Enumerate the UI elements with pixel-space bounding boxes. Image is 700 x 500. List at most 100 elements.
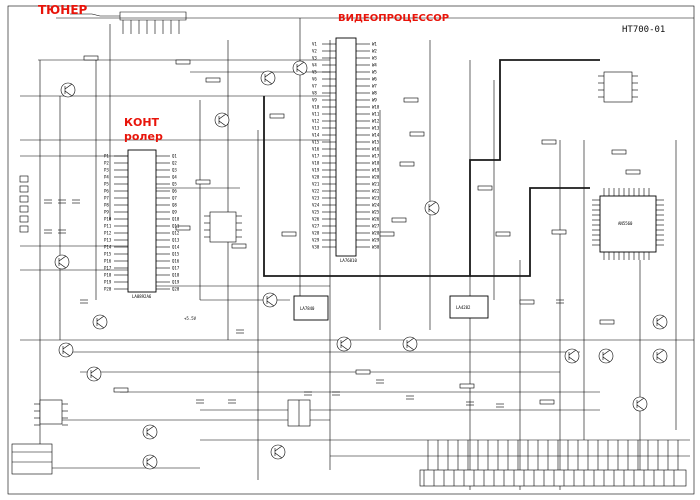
component-layer	[11, 55, 687, 487]
pin-label: Q10	[172, 217, 180, 222]
pin-label: V3	[312, 56, 317, 61]
transistor-body	[652, 314, 668, 330]
pin-label: Q6	[172, 189, 177, 194]
pin-label: V24	[312, 203, 320, 208]
pin-label: V18	[312, 161, 320, 166]
wire	[340, 344, 349, 351]
pin-label: P12	[104, 231, 112, 236]
bottom-header	[419, 469, 687, 487]
bus-layer	[263, 59, 600, 277]
transistor-body	[86, 366, 102, 382]
wire	[62, 350, 71, 357]
pin-label: V14	[312, 133, 320, 138]
wire	[58, 255, 67, 262]
wire	[428, 208, 437, 215]
wire	[264, 71, 273, 78]
pin-label: Q15	[172, 252, 180, 257]
wire	[96, 322, 105, 329]
wire	[58, 262, 67, 269]
wire	[62, 343, 71, 350]
resistor	[625, 169, 641, 175]
resistor	[399, 161, 415, 167]
wire	[656, 356, 665, 363]
pin-label: W11	[372, 112, 380, 117]
pin-label: W2	[372, 49, 377, 54]
pin-label: W24	[372, 203, 380, 208]
wire	[146, 462, 155, 469]
wire	[470, 187, 590, 277]
pin-label: V30	[312, 245, 320, 250]
transistor-body	[54, 254, 70, 270]
transistor-body	[652, 348, 668, 364]
pin-label: V16	[312, 147, 320, 152]
transistor-body	[214, 112, 230, 128]
jungle-ic: LA7840	[293, 295, 329, 321]
wire	[636, 404, 645, 411]
pin-label: V12	[312, 119, 320, 124]
connector-pin	[19, 205, 29, 213]
wire	[406, 337, 415, 344]
pin-label: P1	[104, 154, 109, 159]
pin-label: Q2	[172, 161, 177, 166]
controller-annotation: КОНТ ролер	[124, 116, 163, 144]
pin-label: W5	[372, 70, 377, 75]
pin-label: P20	[104, 287, 112, 292]
wire	[602, 356, 611, 363]
pin-label: W25	[372, 210, 380, 215]
pin-label: W7	[372, 84, 377, 89]
pin-label: V19	[312, 168, 320, 173]
pin-label: W13	[372, 126, 380, 131]
pin-label: W28	[372, 231, 380, 236]
audio-ic-part: LA4282	[456, 305, 471, 310]
pin-label: W14	[372, 133, 380, 138]
pin-label: W20	[372, 175, 380, 180]
pin-label: W8	[372, 91, 377, 96]
pin-label: V28	[312, 231, 320, 236]
pin-label: W15	[372, 140, 380, 145]
wire	[218, 113, 227, 120]
pin-label: Q9	[172, 210, 177, 215]
wire	[636, 397, 645, 404]
wire	[70, 13, 120, 17]
pin-label: P4	[104, 175, 109, 180]
pin-label: P17	[104, 266, 112, 271]
transistor-body	[262, 292, 278, 308]
pin-label: V23	[312, 196, 320, 201]
pin-label: W21	[372, 182, 380, 187]
controller-annotation-line2: ролер	[124, 130, 163, 143]
resistor	[409, 131, 425, 137]
pin-label: P3	[104, 168, 109, 173]
resistor	[269, 113, 285, 119]
pin-label: Q14	[172, 245, 180, 250]
mux-ic: AN5560	[599, 195, 657, 253]
pin-label: V22	[312, 189, 320, 194]
controller-annotation-line1: КОНТ	[124, 116, 160, 129]
video-ic-part: LA76810	[340, 258, 357, 263]
controller-ic: LA8892A6	[127, 149, 157, 299]
av-connector	[11, 443, 53, 475]
transistor-body	[402, 336, 418, 352]
pin-label: P15	[104, 252, 112, 257]
pin-label: P6	[104, 189, 109, 194]
transistor-body	[632, 396, 648, 412]
connector-pin	[19, 215, 29, 223]
pin-label: V7	[312, 84, 317, 89]
pin-label: V15	[312, 140, 320, 145]
wire	[218, 120, 227, 127]
pin-label: Q13	[172, 238, 180, 243]
pin-label: V13	[312, 126, 320, 131]
wire	[296, 68, 305, 75]
wire	[146, 432, 155, 439]
small-ic	[39, 399, 63, 425]
resistor	[281, 231, 297, 237]
connector-pin	[19, 175, 29, 183]
pin-label: W9	[372, 98, 377, 103]
resistor	[195, 179, 211, 185]
connector-pin	[19, 195, 29, 203]
connector-pin	[19, 225, 29, 233]
pin-label: Q17	[172, 266, 180, 271]
transistor-body	[60, 82, 76, 98]
label-layer: P1P2P3P4P5P6P7P8P9P10P11P12P13P14P15P16P…	[104, 42, 380, 292]
wire	[266, 293, 275, 300]
resistor	[403, 97, 419, 103]
